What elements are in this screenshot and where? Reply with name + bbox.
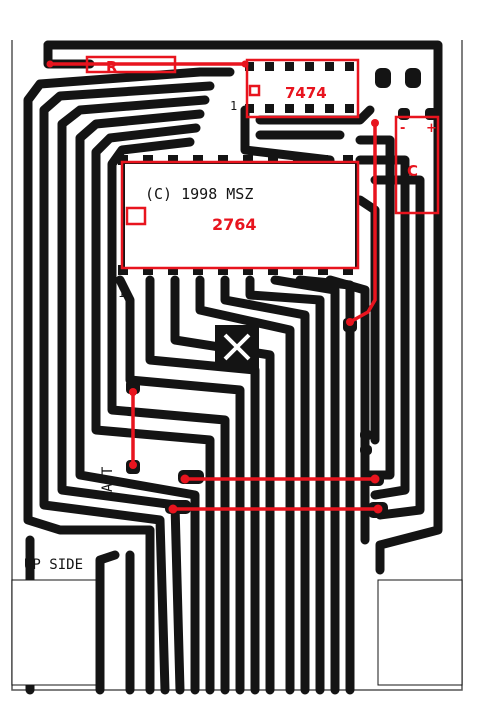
resistor-label: R [106,58,118,76]
flipflop-pads [245,62,354,113]
flipflop-label: 7474 [285,84,327,102]
capacitor-label: C [407,162,418,180]
ast-label: AST [100,466,116,492]
pin1-mark-eprom: 1 [118,286,125,300]
up-side-label: UP SIDE [24,557,83,573]
eprom-label: 2764 [212,215,257,234]
flipflop-box [245,58,360,119]
red-annotations: R 7474 C - + 2764 [46,55,440,514]
capacitor-box [394,115,440,215]
capacitor-plus: + [426,121,437,136]
eprom-pads [118,155,353,275]
right-vertical-trace [375,73,443,575]
copyright-label-chip: (C) 1998 MSZ [145,185,253,203]
jumper-capacitor [348,121,377,324]
top-bus-trace [43,40,443,83]
eprom-box [120,160,360,270]
pin1-mark-flipflop: 1 [230,99,237,113]
edge-connector-left [11,579,97,686]
edge-connector-right [377,579,463,686]
capacitor-minus: - [400,121,405,136]
center-mounting-pad [215,325,259,369]
